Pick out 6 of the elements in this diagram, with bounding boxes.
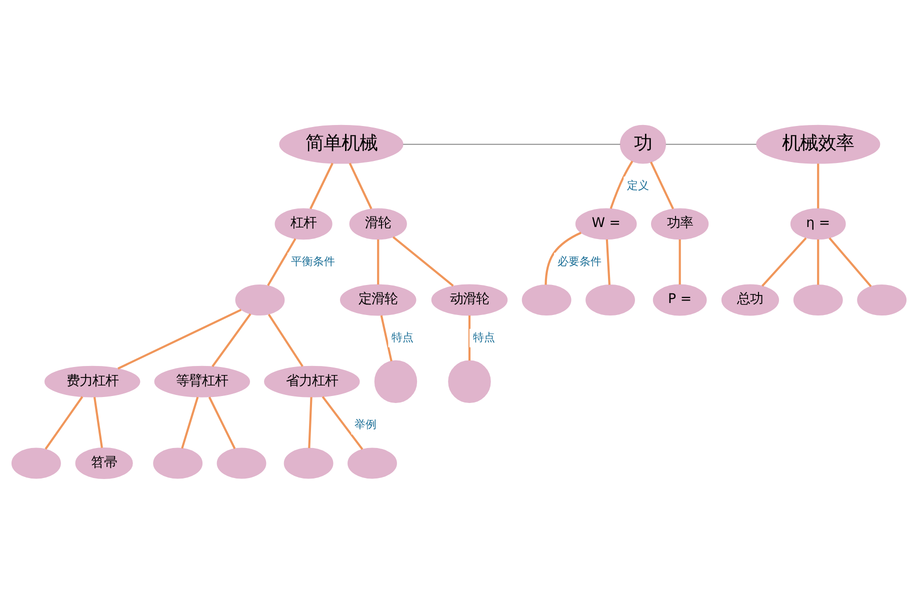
edge-label: 特点 — [392, 330, 414, 344]
edge-label: 平衡条件 — [290, 254, 335, 268]
edge-label: 必要条件 — [557, 254, 602, 268]
edge-label: 定义 — [627, 178, 650, 192]
edge-label: 特点 — [472, 330, 495, 344]
edge-label: 举例 — [354, 418, 377, 431]
